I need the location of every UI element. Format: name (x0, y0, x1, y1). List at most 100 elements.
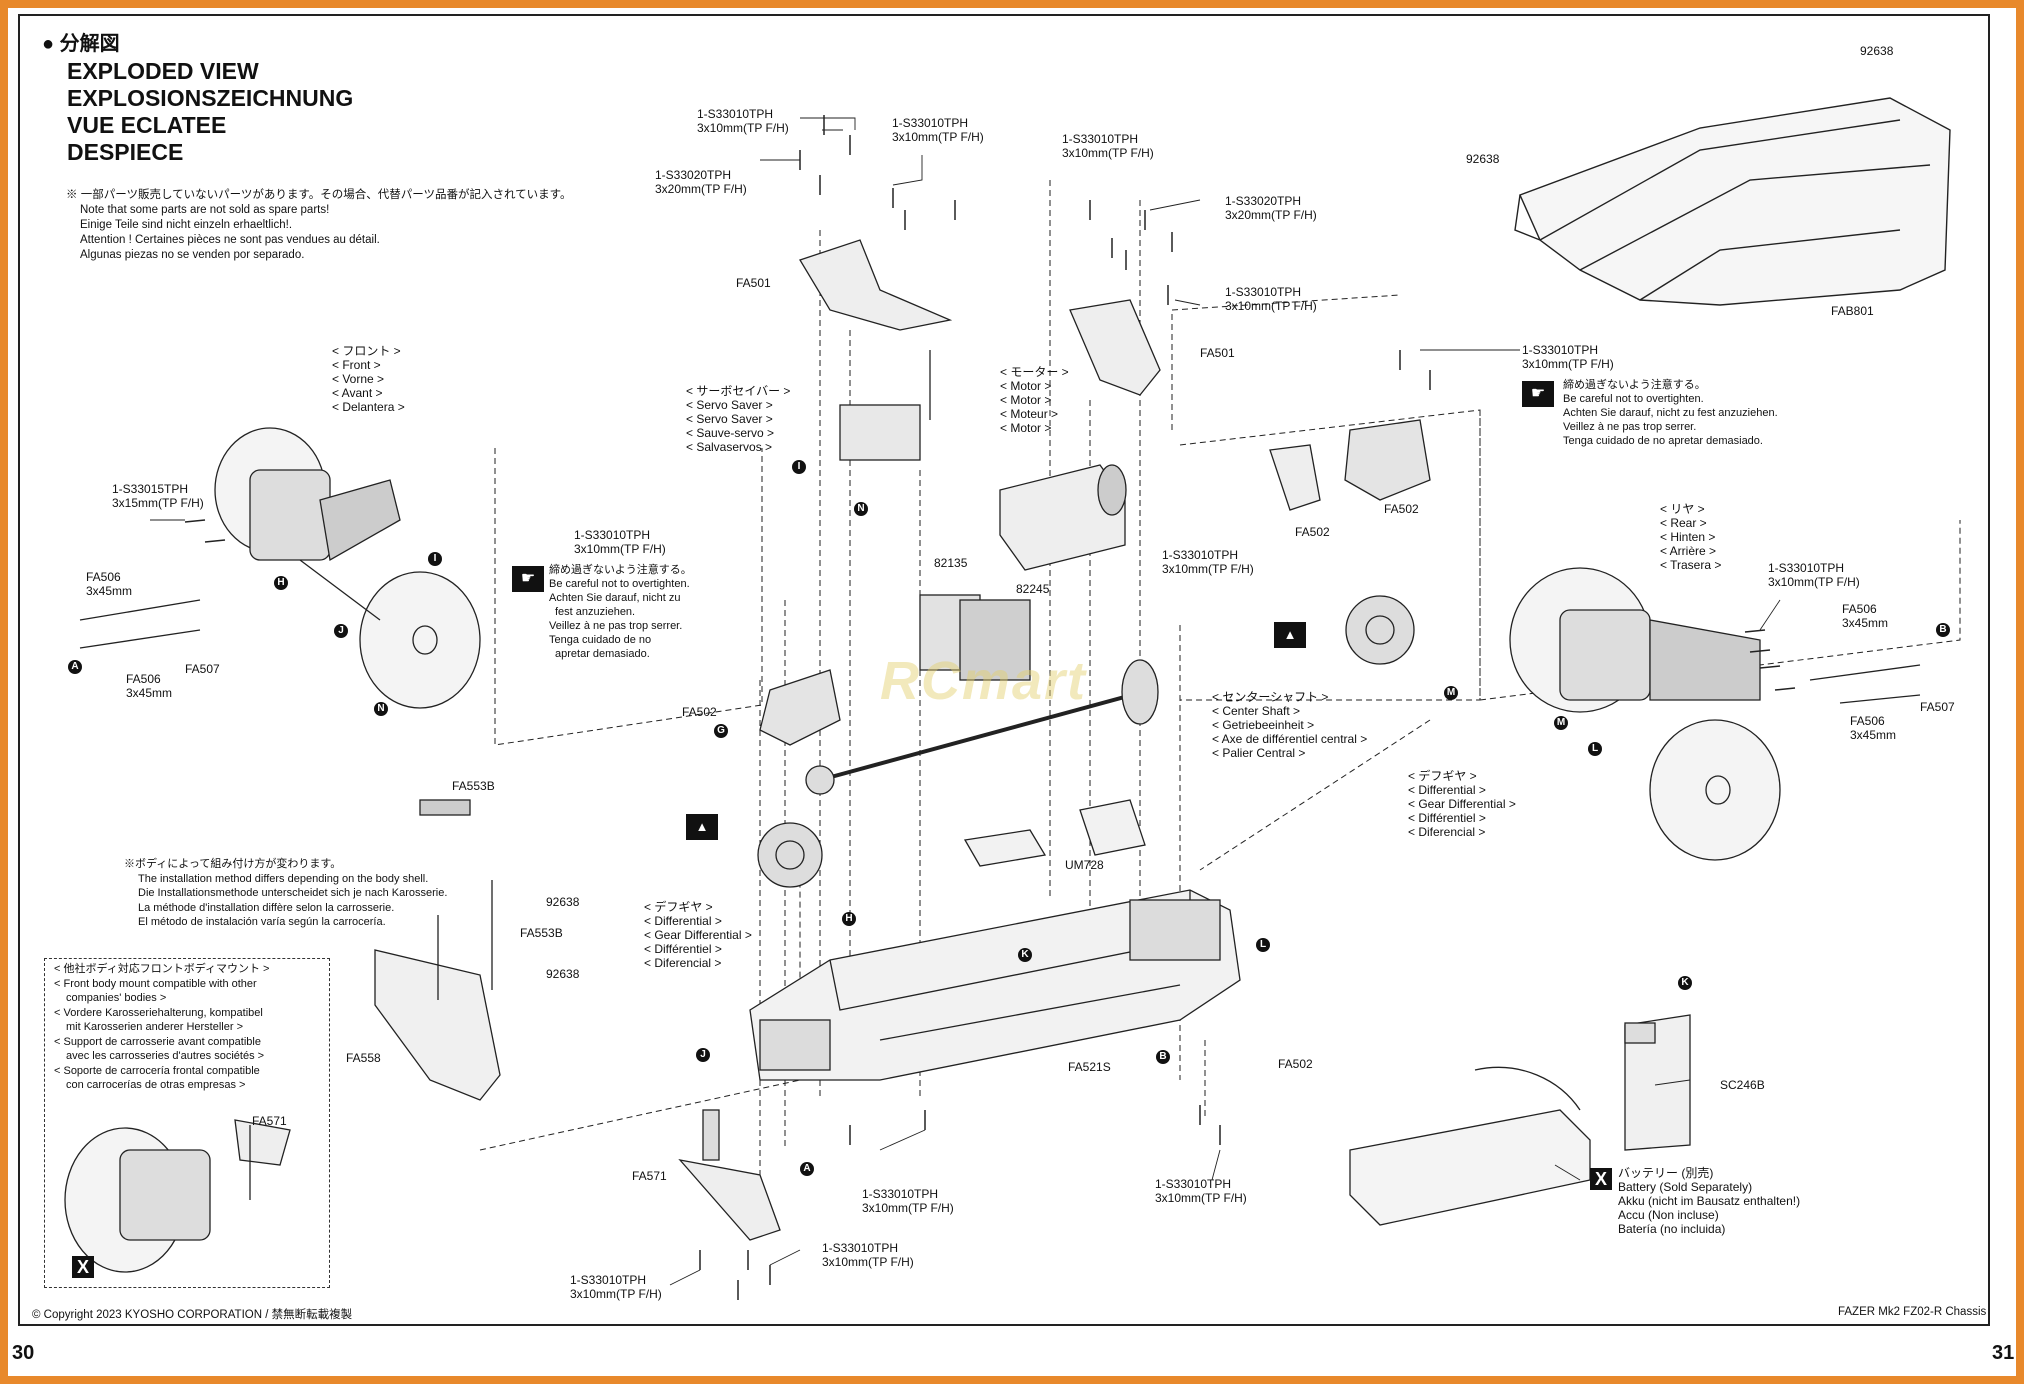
part-label: FA502 (1295, 525, 1330, 539)
marker-b: B (1156, 1050, 1170, 1064)
spare-parts-note: ※ 一部パーツ販売していないパーツがあります。その場合、代替パーツ品番が記入され… (66, 189, 572, 261)
leader-lines (150, 117, 1781, 1286)
battery-strap (1624, 1014, 1691, 1151)
motor (999, 464, 1127, 571)
servo-saver-label: < サーボセイバー >< Servo Saver >< Servo Saver … (686, 384, 791, 454)
marker-a: A (68, 660, 82, 674)
battery-pack (1349, 1066, 1591, 1226)
front-wheel-assembly (79, 427, 481, 709)
part-label: 92638 (546, 895, 580, 909)
marker-k: K (1678, 976, 1692, 990)
marker-b: B (1936, 623, 1950, 637)
part-label: SC246B (1720, 1078, 1765, 1092)
marker-l: L (1256, 938, 1270, 952)
part-label: FA558 (346, 1051, 381, 1065)
page-number-left: 30 (12, 1342, 35, 1364)
part-label: 92638 (546, 967, 580, 981)
marker-h: H (842, 912, 856, 926)
part-label: FA502 (1384, 502, 1419, 516)
part-label: FA507 (185, 662, 220, 676)
marker-x: X (72, 1256, 94, 1278)
marker-i: I (428, 552, 442, 566)
battery-label: バッテリー (別売)Battery (Sold Separately)Akku … (1618, 1166, 1801, 1236)
inset-other-body-mount (44, 958, 330, 1288)
marker-i: I (792, 460, 806, 474)
marker-j: J (334, 624, 348, 638)
part-label: 82245 (1016, 582, 1050, 596)
rear-gearbox (1344, 419, 1431, 501)
inset-caption: < 他社ボディ対応フロントボディマウント >< Front body mount… (54, 963, 270, 1091)
inset-drawing (64, 1119, 291, 1273)
center-shaft-label: < センターシャフト >< Center Shaft >< Getriebeei… (1212, 690, 1368, 760)
marker-m: M (1554, 716, 1568, 730)
screws (184, 115, 1796, 1300)
part-label: FA502 (1278, 1057, 1313, 1071)
gear-warning-icon: ▲ (1274, 622, 1306, 648)
part-label: 82135 (934, 556, 968, 570)
marker-a: A (800, 1162, 814, 1176)
hand-warning-icon: ☛ (1522, 381, 1554, 407)
chassis-tub (749, 889, 1241, 1081)
marker-m: M (1444, 686, 1458, 700)
page-number-right: 31 (1992, 1342, 2015, 1364)
rear-wheel-assembly (1509, 567, 1921, 861)
part-label: FA521S (1068, 1060, 1111, 1074)
part-label: UM728 (1065, 858, 1104, 872)
upper-bulkheads (799, 239, 1321, 511)
part-label: FAB801 (1831, 304, 1874, 318)
rear-diff-label: < デフギヤ >< Differential >< Gear Different… (1408, 769, 1516, 839)
front-diff-label: < デフギヤ >< Differential >< Gear Different… (644, 900, 752, 970)
heading-line-3: VUE ECLATEE (67, 112, 227, 138)
body-installation-note: ※ボディによって組み付け方が変わります。 The installation me… (124, 858, 448, 928)
part-label: FA553B (520, 926, 563, 940)
rear-label: < リヤ >< Rear >< Hinten >< Arrière >< Tra… (1660, 502, 1722, 572)
part-label: FA571 (252, 1114, 287, 1128)
marker-h: H (274, 576, 288, 590)
front-gearbox (759, 669, 841, 746)
motor-label: < モーター >< Motor >< Motor >< Moteur >< Mo… (1000, 365, 1069, 435)
battery-plates (963, 799, 1146, 867)
part-label: FA501 (1200, 346, 1235, 360)
copyright: © Copyright 2023 KYOSHO CORPORATION / 禁無… (32, 1309, 353, 1321)
marker-x: X (1590, 1168, 1612, 1190)
marker-n: N (854, 502, 868, 516)
watermark: RCmart (880, 651, 1088, 711)
heading-line-1: EXPLODED VIEW (67, 58, 259, 84)
part-label: FA502 (682, 705, 717, 719)
marker-n: N (374, 702, 388, 716)
marker-l: L (1588, 742, 1602, 756)
heading-line-4: DESPIECE (67, 139, 184, 165)
part-label: FA571 (632, 1169, 667, 1183)
part-label: FA553B (452, 779, 495, 793)
front-differential (757, 822, 823, 888)
page-frame (18, 14, 1990, 1326)
heading-line-2: EXPLOSIONSZEICHNUNG (67, 85, 354, 111)
body-mount (374, 799, 501, 1101)
model-name: FAZER Mk2 FZ02-R Chassis (1838, 1306, 1987, 1318)
marker-j: J (696, 1048, 710, 1062)
rear-differential (1345, 595, 1415, 665)
part-label: FA507 (1920, 700, 1955, 714)
esc (919, 594, 1031, 681)
center-shaft (805, 659, 1159, 795)
body-shell (1514, 97, 1951, 306)
